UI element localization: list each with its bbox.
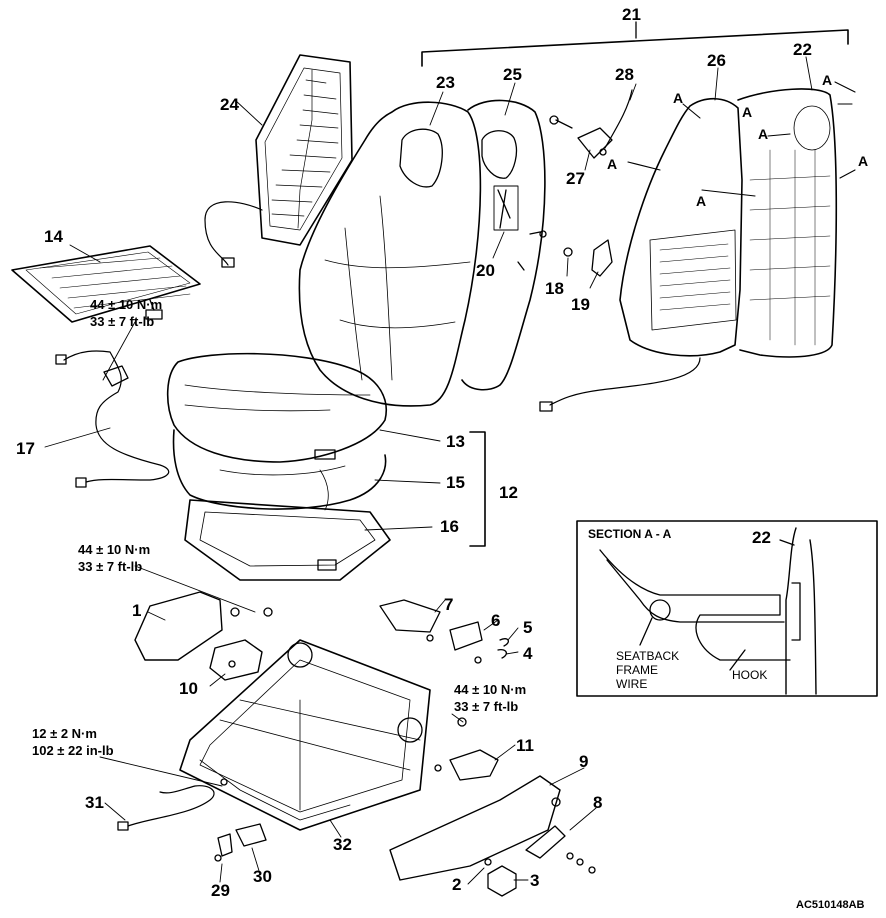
seatback-panel-part-22 — [737, 88, 838, 358]
lever-part-11 — [449, 749, 499, 781]
torque-spec-nm: 44 ± 10 N·m — [78, 542, 151, 557]
seat-cushion-cover-part-13 — [166, 352, 387, 463]
section-arrows — [627, 81, 856, 197]
callout-16: 16 — [440, 517, 459, 536]
view-marker-a: A — [673, 90, 684, 106]
callout-21: 21 — [622, 5, 641, 24]
torque-spec-nm: 44 ± 10 N·m — [454, 682, 527, 697]
callout-2: 2 — [452, 875, 462, 894]
callout-23: 23 — [436, 73, 455, 92]
view-marker-a: A — [696, 193, 707, 209]
callout-9: 9 — [579, 752, 589, 771]
bracket-part-10 — [209, 639, 263, 681]
callout-8: 8 — [593, 793, 603, 812]
wire-part-28 — [604, 89, 633, 149]
callout-5: 5 — [523, 618, 533, 637]
shield-part-1 — [134, 591, 223, 661]
callout-22: 22 — [793, 40, 812, 59]
figure-id: AC510148AB — [796, 899, 865, 911]
bracket-12 — [469, 431, 486, 547]
callout-4: 4 — [523, 644, 533, 663]
callout-14: 14 — [44, 227, 63, 246]
torque-spec-ftlb: 33 ± 7 ft-lb — [90, 314, 155, 329]
view-marker-a: A — [742, 104, 753, 120]
bracket-part-27 — [549, 115, 613, 159]
torque-spec-inlb: 102 ± 22 in-lb — [32, 743, 114, 758]
screw-part-2 — [484, 858, 492, 866]
seatback-heater-part-24 — [204, 54, 353, 268]
callout-31: 31 — [85, 793, 104, 812]
callout-32: 32 — [333, 835, 352, 854]
seatback-frame-part-26 — [539, 97, 743, 412]
section-label: SEATBACK — [616, 649, 680, 663]
callout-19: 19 — [571, 295, 590, 314]
callout-22-section: 22 — [752, 528, 771, 547]
seat-cushion-pan-part-16 — [184, 499, 391, 581]
section-a-a-box — [576, 520, 878, 697]
callout-28: 28 — [615, 65, 634, 84]
callout-18: 18 — [545, 279, 564, 298]
callout-30: 30 — [253, 867, 272, 886]
callout-12: 12 — [499, 483, 518, 502]
bracket-21 — [421, 29, 849, 67]
section-label: WIRE — [616, 677, 648, 691]
bolt-part-18 — [563, 247, 573, 257]
callout-10: 10 — [179, 679, 198, 698]
torque-spec-nm: 44 ± 10 N·m — [90, 297, 163, 312]
clip-part-30 — [235, 823, 267, 847]
callout-25: 25 — [503, 65, 522, 84]
harness-part-31 — [127, 785, 215, 827]
view-marker-a: A — [607, 156, 618, 172]
view-marker-a: A — [758, 126, 769, 142]
callout-27: 27 — [566, 169, 585, 188]
knob-part-3 — [487, 865, 517, 897]
torque-spec-ftlb: 33 ± 7 ft-lb — [454, 699, 519, 714]
connector-part-7 — [379, 599, 441, 633]
callout-11: 11 — [516, 736, 534, 755]
seatback-pad-part-25 — [461, 99, 547, 391]
heater-harness-part-17 — [55, 350, 170, 488]
callout-17: 17 — [16, 439, 35, 458]
torque-spec-ftlb: 33 ± 7 ft-lb — [78, 559, 143, 574]
callout-24: 24 — [220, 95, 239, 114]
callout-29: 29 — [211, 881, 230, 900]
callout-3: 3 — [530, 871, 540, 890]
leader-lines — [44, 56, 813, 885]
callout-7: 7 — [444, 595, 454, 614]
seat-cushion-pad-part-15 — [172, 429, 387, 511]
view-marker-a: A — [858, 153, 869, 169]
clip-part-29 — [217, 833, 233, 857]
callout-13: 13 — [446, 432, 465, 451]
side-cover-part-9 — [389, 775, 561, 881]
torque-spec-nm: 12 ± 2 N·m — [32, 726, 97, 741]
seat-adjuster-part-32 — [179, 607, 467, 831]
callout-20: 20 — [476, 261, 495, 280]
view-marker-a: A — [822, 72, 833, 88]
seatback-cover-part-23 — [298, 101, 482, 407]
bracket-part-6 — [449, 621, 483, 651]
spring-part-5 — [499, 638, 509, 647]
lever-part-8 — [525, 825, 566, 859]
callout-26: 26 — [707, 51, 726, 70]
seat-cushion-heater-part-14 — [11, 245, 201, 323]
callout-1: 1 — [132, 601, 142, 620]
spring-part-4 — [497, 648, 507, 659]
section-label: FRAME — [616, 663, 658, 677]
section-title: SECTION A - A — [588, 527, 672, 541]
section-label-hook: HOOK — [732, 668, 768, 682]
callout-15: 15 — [446, 473, 465, 492]
callout-6: 6 — [491, 611, 501, 630]
section-a-a-drawing — [599, 527, 817, 695]
bracket-part-19 — [591, 239, 613, 277]
